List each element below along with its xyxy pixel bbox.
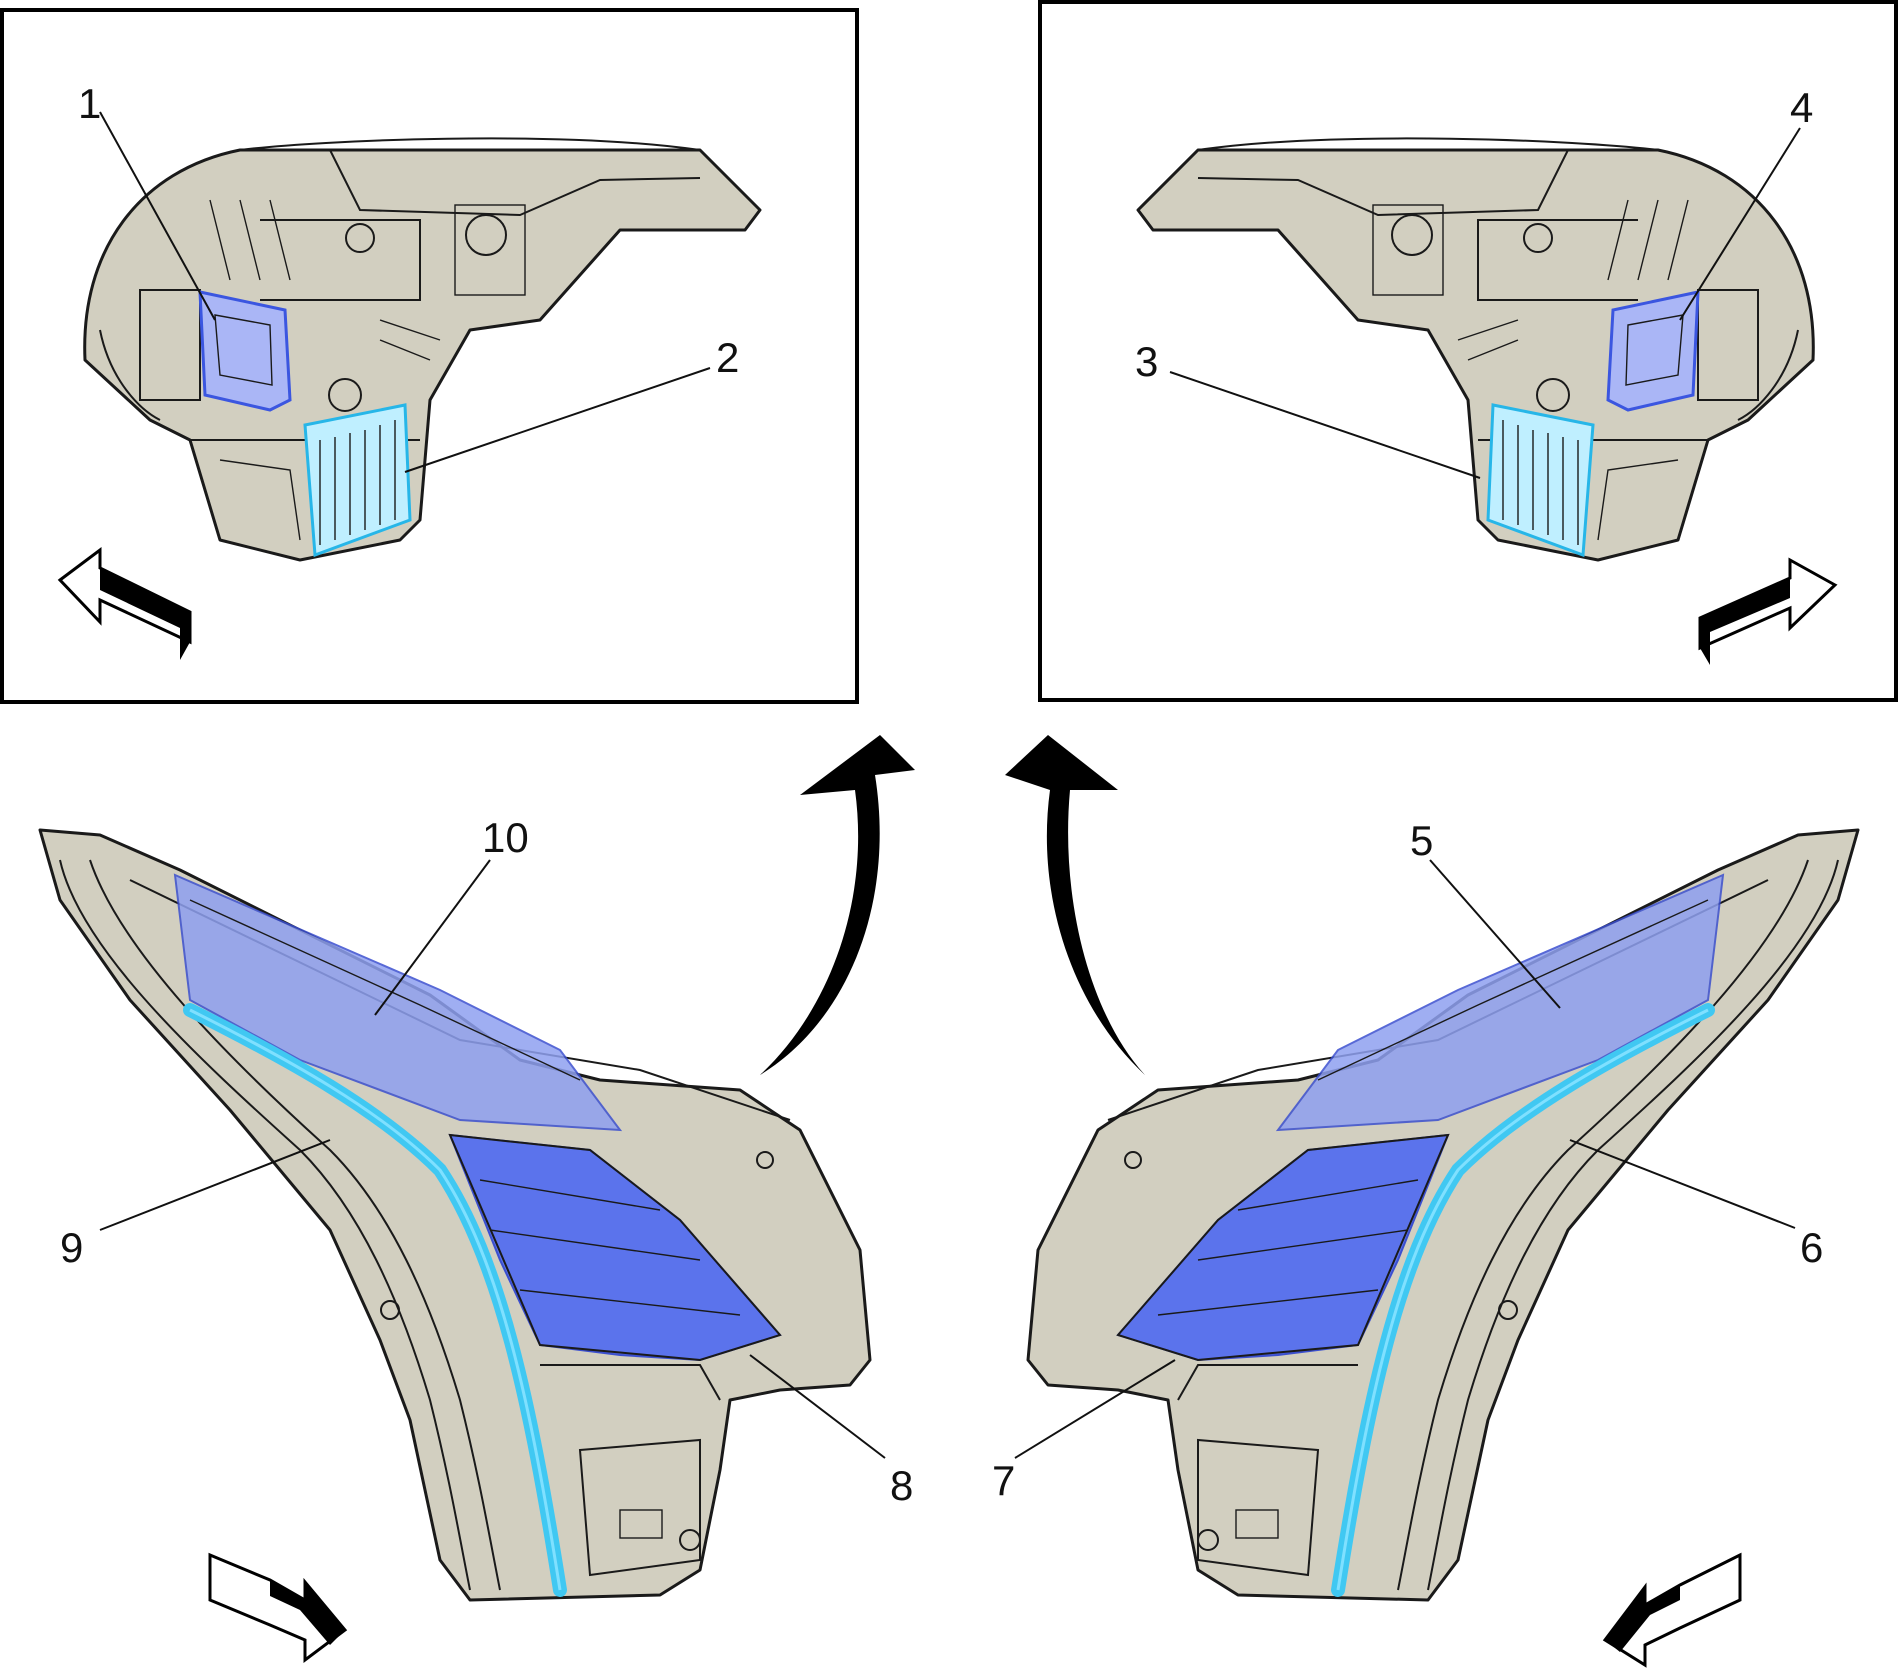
- control-module-4: [1606, 290, 1700, 412]
- control-module-3: [1486, 403, 1595, 558]
- callout-9: 9: [60, 1224, 83, 1271]
- lower-right-direction-arrow: [1602, 1552, 1742, 1668]
- right-headlamp-front-view: [1026, 828, 1860, 1602]
- center-curved-arrows: [760, 735, 1145, 1075]
- right-lens-5: [1275, 873, 1725, 1132]
- callout-5: 5: [1410, 817, 1433, 864]
- callout-2: 2: [716, 334, 739, 381]
- left-inset-direction-arrow: [57, 547, 192, 660]
- callout-4: 4: [1790, 84, 1813, 131]
- control-module-1: [198, 290, 292, 412]
- left-headlamp-front-view: [38, 828, 872, 1602]
- inset-frame-right: [1038, 0, 1898, 702]
- callout-3: 3: [1135, 338, 1158, 385]
- callout-8: 8: [890, 1462, 913, 1509]
- callout-6: 6: [1800, 1224, 1823, 1271]
- left-headlamp-rear-view: [83, 137, 762, 562]
- left-lens-10: [173, 873, 623, 1132]
- lower-left-direction-arrow: [208, 1552, 348, 1663]
- callout-10: 10: [482, 814, 529, 861]
- callout-1: 1: [78, 80, 101, 127]
- leader-lines: [99, 111, 1801, 1459]
- callout-labels: 1 2 3 4 5 6 7 8 9 10: [60, 80, 1823, 1509]
- right-headlamp-rear-view: [1136, 137, 1815, 562]
- right-inset-direction-arrow: [1698, 557, 1838, 665]
- control-module-2: [303, 403, 412, 558]
- callout-7: 7: [992, 1457, 1015, 1504]
- inset-frame-left: [0, 8, 859, 704]
